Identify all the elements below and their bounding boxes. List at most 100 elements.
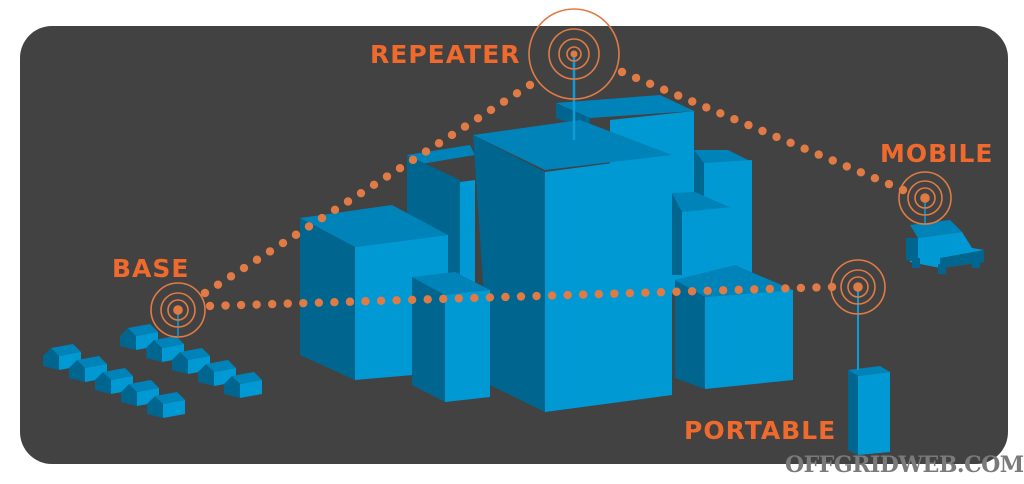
link-dot [641,288,650,297]
link-dot [447,130,457,140]
link-dot [532,291,541,301]
signal-center [854,283,862,291]
signal-ring [914,187,936,209]
link-dot [594,289,603,299]
link-dot [454,294,463,303]
building-small-front [412,272,490,402]
link-dot [221,301,230,310]
link-dot [268,299,277,309]
label-mobile: MOBILE [880,139,994,168]
signal-ring [566,46,582,62]
signal-ring [528,8,620,100]
portable-signal-icon [830,259,886,315]
link-dot [672,287,681,296]
link-dot [317,213,327,223]
link-dot [408,155,418,165]
link-dot [382,172,392,181]
link-dot [716,109,725,118]
link-dot [299,298,308,308]
link-dot [870,174,880,183]
link-dot [392,296,401,305]
link-dot [304,222,314,231]
link-dot [750,285,759,294]
link-dot [434,139,444,148]
link-dot [439,294,448,304]
label-repeater: REPEATER [370,40,521,69]
watermark-logo: OFFGRIDWEB.COM [785,452,1024,478]
link-dot [659,85,669,94]
link-dot [758,126,767,136]
link-dot [291,230,301,239]
link-dot [205,301,215,311]
link-dot [213,280,223,289]
link-dot [547,291,557,300]
link-dot [734,285,743,295]
link-dot [579,290,588,299]
link-base-repeater [200,80,535,298]
link-dot [563,290,572,300]
house-icon [224,372,262,398]
link-dot [688,97,697,106]
link-dot [252,300,261,309]
link-dot [330,205,340,214]
link-dot [501,292,510,302]
link-dot [421,147,431,156]
portable-radio [848,366,890,455]
link-dot [525,80,535,90]
signal-center [174,306,182,314]
link-dot [631,73,641,83]
label-portable: PORTABLE [684,416,836,445]
signal-links [200,67,908,311]
link-dot [330,298,339,307]
link-dot [473,114,483,123]
link-dot [796,283,806,293]
building-main-tower [473,120,672,412]
link-dot [625,288,635,298]
link-dot [226,272,236,281]
link-dot [252,255,262,264]
link-dot [345,297,355,306]
houses-group [43,324,262,418]
link-dot [814,150,823,159]
link-dot [407,295,417,305]
link-dot [772,132,781,142]
link-dot [369,180,379,190]
link-dot [617,67,627,77]
link-dot [485,293,495,302]
repeater-signal-icon [528,8,620,100]
link-dot [460,122,470,131]
link-dot [856,168,866,177]
label-base: BASE [112,254,190,283]
link-dot [656,288,666,297]
building-right-front [675,265,793,389]
link-dot [278,238,288,248]
link-dot [486,105,496,115]
link-dot [423,295,432,304]
link-dot [236,300,246,310]
signal-ring [173,305,183,315]
signal-ring [840,269,876,305]
link-dot [200,288,210,298]
link-dot [781,284,790,293]
mobile-signal-icon [898,171,952,225]
link-dot [356,188,366,198]
link-dot [376,296,386,305]
link-dot [283,299,292,308]
link-dot [361,297,370,306]
link-dot [687,287,697,296]
signal-ring [907,180,943,216]
link-dot [827,282,837,292]
base-signal-icon [150,282,206,338]
link-dot [786,138,795,147]
link-dot [610,289,619,298]
signal-rings [150,8,952,338]
link-dot [395,164,405,173]
link-dot [730,115,739,124]
signal-ring [830,259,886,315]
link-dot [239,263,249,273]
link-dot [702,103,711,112]
city-buildings [300,95,793,412]
signal-ring [847,276,869,298]
link-dot [842,162,851,171]
